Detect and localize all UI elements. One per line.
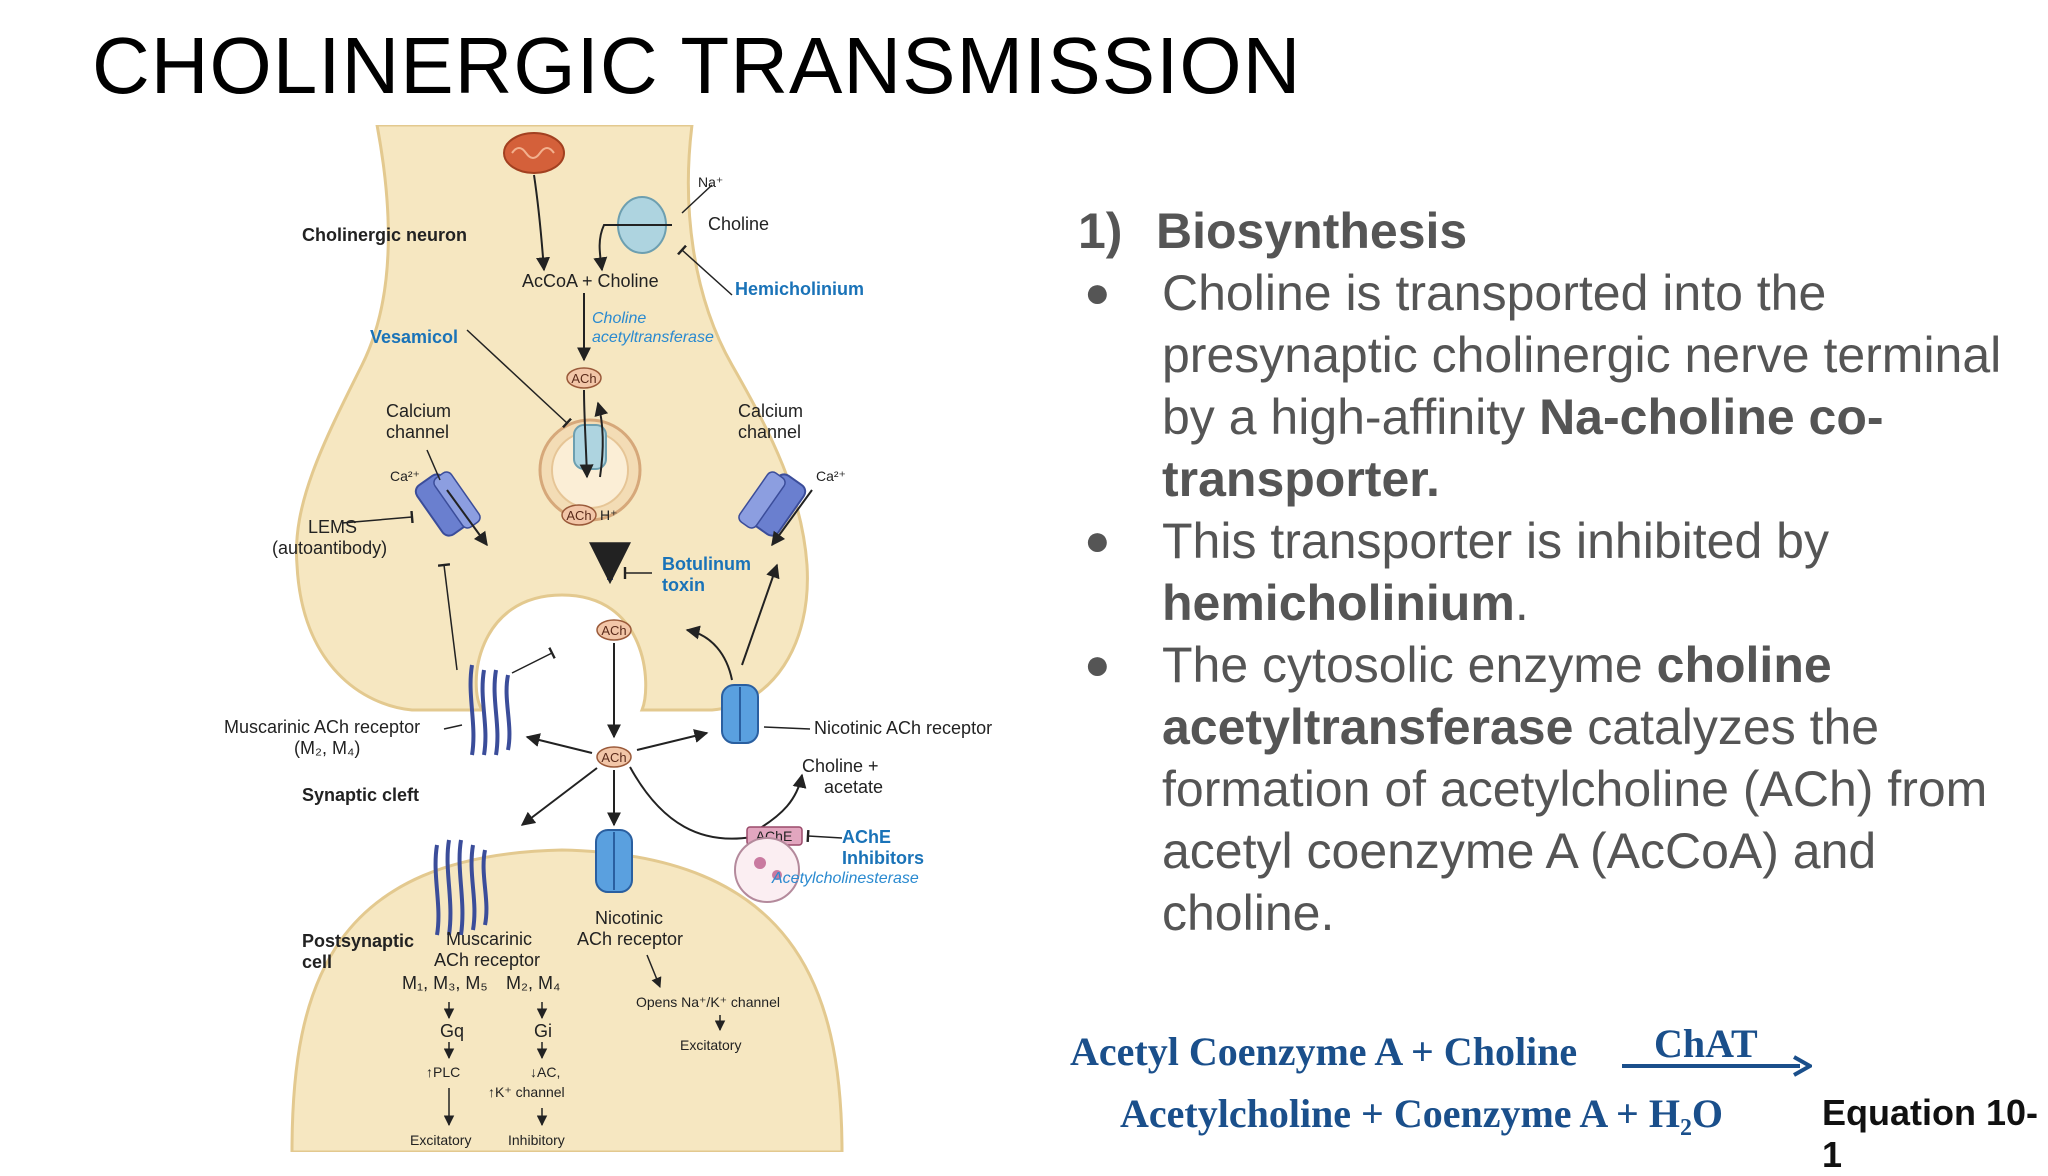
label-calcium-channel-left-1: Calcium — [386, 401, 451, 421]
label-botulinum-2: toxin — [662, 575, 705, 595]
equation-label: Equation 10-1 — [1822, 1092, 2039, 1175]
label-muscarinic-pre-1: Muscarinic ACh receptor — [224, 717, 420, 737]
label-k-channel: ↑K⁺ channel — [488, 1084, 565, 1100]
label-nicotinic-post-1: Nicotinic — [595, 908, 663, 928]
bullet-text: The cytosolic enzyme choline acetyltrans… — [1162, 637, 1988, 941]
ach-vesicle-label: ACh — [566, 508, 591, 523]
label-calcium-channel-left-2: channel — [386, 422, 449, 442]
reaction-arrow-icon — [1622, 1055, 1812, 1077]
label-ac: ↓AC, — [530, 1064, 560, 1080]
bullet-item: ● This transporter is inhibited by hemic… — [1078, 510, 2018, 634]
postsynaptic-cell — [290, 848, 844, 1152]
equation-enzyme: ChAT — [1654, 1021, 1758, 1066]
label-chat-1: Choline — [592, 310, 646, 327]
bullet-marker: ● — [1084, 268, 1111, 317]
ach-cleft-label: ACh — [601, 750, 626, 765]
label-calcium-channel-right-2: channel — [738, 422, 801, 442]
label-chat-2: acetyltransferase — [592, 329, 714, 346]
label-na: Na⁺ — [698, 174, 723, 190]
calcium-channel-left — [414, 471, 481, 537]
heading-number: 1) — [1078, 203, 1123, 259]
slide-title: CHOLINERGIC TRANSMISSION — [92, 21, 1302, 110]
bullet-text: This transporter is inhibited by hemicho… — [1162, 513, 1829, 631]
label-choline-acetate-1: Choline + — [802, 756, 879, 776]
label-botulinum-1: Botulinum — [662, 554, 751, 574]
label-gi: Gi — [534, 1021, 552, 1041]
label-choline-acetate-2: acetate — [824, 777, 883, 797]
label-ca-right: Ca²⁺ — [816, 468, 846, 484]
label-postsynaptic-1: Postsynaptic — [302, 931, 414, 951]
label-hemicholinium: Hemicholinium — [735, 279, 864, 299]
bullet-marker: ● — [1084, 640, 1111, 689]
equation-10-1: Acetyl Coenzyme A + Choline ChAT Acetylc… — [1070, 1020, 2040, 1175]
label-m-subtypes-2: M₂, M₄ — [506, 973, 560, 993]
label-inhibitory: Inhibitory — [508, 1132, 565, 1148]
label-lems-1: LEMS — [308, 517, 357, 537]
label-synaptic-cleft: Synaptic cleft — [302, 785, 419, 805]
label-opens-channel: Opens Na⁺/K⁺ channel — [636, 994, 780, 1010]
presynaptic-muscarinic-receptor — [468, 664, 512, 756]
calcium-channel-right — [738, 471, 807, 537]
label-muscarinic-post-2: ACh receptor — [434, 950, 540, 970]
label-lems-2: (autoantibody) — [272, 538, 387, 558]
label-calcium-channel-right-1: Calcium — [738, 401, 803, 421]
bullet-item: ● Choline is transported into the presyn… — [1078, 262, 2018, 510]
label-nicotinic-post-2: ACh receptor — [577, 929, 683, 949]
cholinergic-synapse-diagram: ACh ACh H⁺ ACh ACh — [212, 125, 1012, 1152]
biosynthesis-text: 1) Biosynthesis ● Choline is transported… — [1078, 200, 2018, 944]
label-accoa-choline: AcCoA + Choline — [522, 271, 659, 291]
label-ca-left: Ca²⁺ — [390, 468, 420, 484]
label-muscarinic-post-1: Muscarinic — [446, 929, 532, 949]
equation-reactants: Acetyl Coenzyme A + Choline — [1070, 1029, 1578, 1074]
section-heading: 1) Biosynthesis — [1078, 200, 2018, 262]
bullet-item: ● The cytosolic enzyme choline acetyltra… — [1078, 634, 2018, 944]
presynaptic-terminal — [294, 125, 809, 712]
label-plc: ↑PLC — [426, 1064, 460, 1080]
label-ache-inhibitors-1: AChE — [842, 827, 891, 847]
label-excitatory-1: Excitatory — [410, 1132, 471, 1148]
label-nicotinic-pre: Nicotinic ACh receptor — [814, 718, 992, 738]
label-muscarinic-pre-2: (M₂, M₄) — [294, 738, 360, 758]
h-plus-label: H⁺ — [600, 507, 618, 523]
label-gq: Gq — [440, 1021, 464, 1041]
label-excitatory-2: Excitatory — [680, 1037, 741, 1053]
label-m-subtypes-1: M₁, M₃, M₅ — [402, 973, 488, 993]
label-postsynaptic-2: cell — [302, 952, 332, 972]
ach-release-label: ACh — [601, 623, 626, 638]
label-acetylcholinesterase: Acetylcholinesterase — [771, 870, 919, 887]
postsynaptic-muscarinic-receptor — [433, 839, 489, 936]
label-choline: Choline — [708, 214, 769, 234]
bullet-marker: ● — [1084, 516, 1111, 565]
heading-text: Biosynthesis — [1156, 203, 1468, 259]
label-ache-inhibitors-2: Inhibitors — [842, 848, 924, 868]
acetylcholinesterase-enzyme — [734, 837, 800, 903]
label-vesamicol: Vesamicol — [370, 327, 458, 347]
equation-products: Acetylcholine + Coenzyme A + H₂O — [1120, 1091, 1724, 1136]
bullet-text: Choline is transported into the presynap… — [1162, 265, 2002, 507]
mitochondrion — [503, 132, 565, 174]
label-cholinergic-neuron: Cholinergic neuron — [302, 225, 467, 245]
ach-cytosol-label: ACh — [571, 371, 596, 386]
